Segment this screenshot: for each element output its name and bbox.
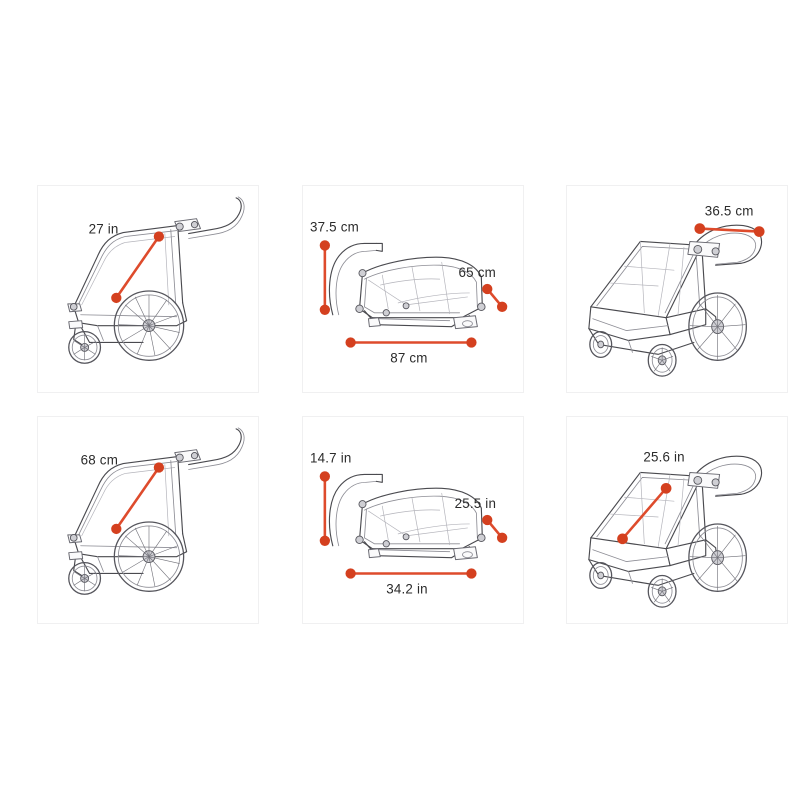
panel-top-right: 36.5 cm: [566, 185, 788, 393]
measure-endpoint-dot: [466, 568, 477, 579]
measure-endpoint-dot: [111, 292, 122, 304]
dimension-label-65cm: 65 cm: [459, 265, 496, 280]
trailer-side-view-open: [67, 427, 245, 595]
measure-endpoint-dot: [482, 283, 493, 295]
dimension-label-365cm: 36.5 cm: [705, 204, 754, 219]
measurement-folded-length: [345, 337, 477, 348]
panel-top-center: 37.5 cm 65 cm 87 cm: [302, 185, 524, 393]
measurement-folded-width: [482, 283, 508, 312]
front-wheel: [68, 330, 102, 364]
measurement-folded-length: [345, 568, 477, 579]
rear-wheel: [688, 523, 747, 592]
measurement-interior-diagonal: [111, 462, 165, 535]
dimension-label-255in: 25.5 in: [455, 496, 496, 511]
measure-endpoint-dot: [482, 514, 493, 526]
measurement-interior-diagonal: [111, 231, 165, 304]
measurement-folded-width: [482, 514, 508, 543]
panel-bottom-center: 14.7 in 25.5 in 34.2 in: [302, 416, 524, 624]
dimension-label-375cm: 37.5 cm: [310, 220, 359, 235]
measure-endpoint-dot: [319, 304, 331, 315]
rear-wheel: [113, 521, 185, 592]
panel-top-left: 27 in: [37, 185, 259, 393]
trailer-three-quarter-view: [588, 224, 763, 377]
measure-endpoint-dot: [153, 462, 165, 473]
measure-endpoint-dot: [319, 240, 331, 251]
dimension-label-87cm: 87 cm: [390, 350, 427, 365]
dimension-label-147in: 14.7 in: [310, 451, 352, 466]
panel-bottom-left: 68 cm: [37, 416, 259, 624]
dimension-label-256in: 25.6 in: [643, 450, 685, 465]
measurement-folded-height: [319, 240, 331, 315]
trailer-side-view-open: [67, 196, 245, 364]
measure-endpoint-dot: [496, 532, 508, 543]
panel-bottom-right: 25.6 in: [566, 416, 788, 624]
measure-endpoint-dot: [660, 482, 672, 494]
trailer-three-quarter-view: [588, 455, 763, 608]
measure-endpoint-dot: [153, 231, 165, 242]
trailer-folded-view: [328, 473, 486, 561]
measure-endpoint-dot: [319, 471, 331, 482]
measure-endpoint-dot: [496, 301, 508, 312]
measure-endpoint-dot: [345, 337, 356, 348]
measure-endpoint-dot: [617, 533, 628, 545]
measure-endpoint-dot: [753, 226, 765, 237]
measure-endpoint-dot: [466, 337, 477, 348]
trailer-folded-view: [328, 242, 486, 330]
measurement-canopy-diagonal: [617, 482, 672, 545]
measure-endpoint-dot: [345, 568, 356, 579]
measurement-handlebar-width: [694, 223, 765, 237]
rear-wheel: [688, 292, 747, 361]
measure-endpoint-dot: [694, 223, 706, 234]
left-wheel: [589, 330, 613, 358]
left-wheel: [589, 561, 613, 589]
dimension-label-68cm: 68 cm: [81, 453, 118, 468]
measure-endpoint-dot: [319, 535, 331, 546]
front-wheel: [68, 561, 102, 595]
dimension-label-27in: 27 in: [89, 222, 119, 237]
front-swivel-wheel: [647, 574, 677, 608]
front-swivel-wheel: [647, 343, 677, 377]
dimension-label-342in: 34.2 in: [386, 581, 428, 596]
measurement-folded-height: [319, 471, 331, 546]
rear-wheel: [113, 290, 185, 361]
measure-endpoint-dot: [111, 523, 122, 535]
